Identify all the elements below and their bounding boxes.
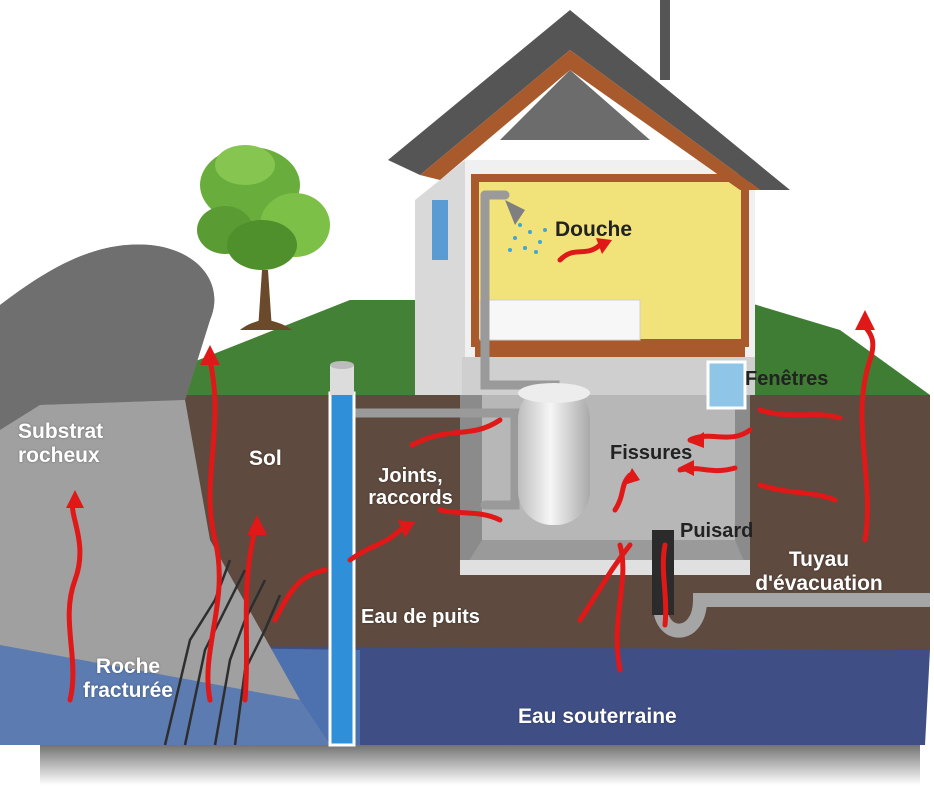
floor-beam (475, 343, 745, 357)
well-pipe (328, 391, 356, 747)
house-side-wall (415, 160, 465, 395)
shower-head (505, 200, 525, 225)
basement-window (706, 360, 747, 410)
label-eau-de-puits: Eau de puits (361, 606, 480, 628)
side-window (432, 200, 448, 260)
label-sol: Sol (249, 447, 282, 470)
label-puisard: Puisard (680, 520, 754, 542)
well-cap (330, 365, 354, 395)
fractured-rock-water (0, 645, 330, 745)
tree (197, 145, 330, 330)
shower-spray (508, 223, 547, 254)
label-joints-line1: Joints, (378, 465, 443, 487)
chimney-pipe (660, 0, 670, 80)
label-substrat-rocheux: Substrat rocheux (18, 420, 103, 467)
drain-pipe (653, 593, 930, 638)
label-eau-souterraine: Eau souterraine (518, 705, 677, 728)
ground-shadow (40, 745, 920, 785)
well-cap-top (330, 361, 354, 369)
label-substrat-line2: rocheux (18, 443, 100, 467)
water-heater (518, 385, 590, 525)
bathtub (479, 299, 641, 341)
rock-fractures (163, 559, 282, 746)
label-tuyau-line1: Tuyau (788, 548, 850, 571)
label-douche: Douche (555, 218, 633, 241)
label-fissures: Fissures (610, 442, 693, 464)
lawn-shade (110, 300, 480, 395)
label-roche-fracturee: Roche fracturée (68, 655, 188, 702)
label-joints-line2: raccords (368, 487, 453, 510)
roof (388, 10, 790, 190)
label-joints-raccords: Joints, raccords (358, 465, 463, 510)
lawn-right (740, 300, 930, 395)
bedrock-top (0, 244, 215, 430)
foundation-footing (460, 560, 750, 575)
water-heater-top (518, 383, 590, 403)
label-substrat-line1: Substrat (18, 420, 104, 443)
radon-arrowheads (66, 238, 875, 538)
label-fenetres: Fenêtres (745, 368, 829, 390)
label-tuyau-line2: d'évacuation (755, 571, 883, 595)
roof-trim (420, 50, 760, 190)
attic-gable (500, 70, 650, 140)
label-roche-line2: fracturée (83, 678, 173, 702)
label-tuyau-evacuation: Tuyau d'évacuation (744, 548, 894, 595)
label-roche-line1: Roche (95, 655, 161, 678)
